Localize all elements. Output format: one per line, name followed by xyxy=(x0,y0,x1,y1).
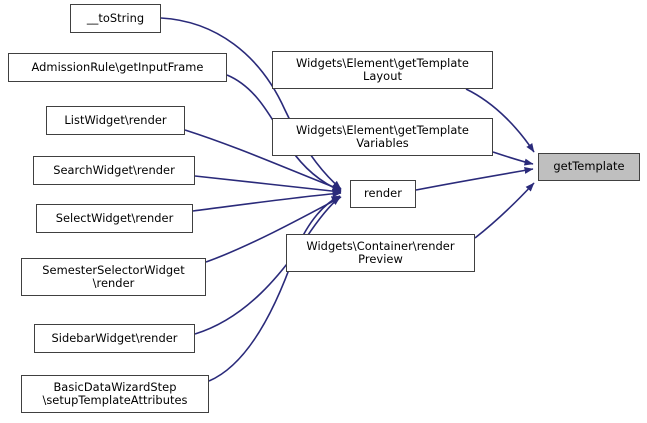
node-label-semesterwidget: SemesterSelectorWidget \render xyxy=(42,262,185,290)
edge-templatevars-to-gettemplate xyxy=(492,151,534,166)
node-label-render: render xyxy=(364,186,402,201)
edge-selectwidget-to-render xyxy=(192,190,342,212)
node-label-renderpreview: Widgets\Container\render Preview xyxy=(306,238,455,266)
edge-basicdatawizard-to-render xyxy=(208,195,341,382)
node-listwidget[interactable]: ListWidget\render xyxy=(46,106,185,135)
node-templatelayout[interactable]: Widgets\Element\getTemplate Layout xyxy=(272,51,493,89)
node-label-basicdatawizard: BasicDataWizardStep \setupTemplateAttrib… xyxy=(42,379,188,407)
node-label-templatelayout: Widgets\Element\getTemplate Layout xyxy=(296,55,469,83)
node-gettemplate[interactable]: getTemplate xyxy=(538,153,640,181)
node-label-sidebarwidget: SidebarWidget\render xyxy=(51,330,178,345)
node-label-admissionrule: AdmissionRule\getInputFrame xyxy=(31,59,204,74)
node-label-tostring: __toString xyxy=(86,10,145,25)
node-label-searchwidget: SearchWidget\render xyxy=(53,162,175,177)
edge-renderpreview-to-gettemplate xyxy=(474,182,535,239)
node-admissionrule[interactable]: AdmissionRule\getInputFrame xyxy=(8,53,227,82)
edge-render-to-gettemplate xyxy=(415,166,534,191)
node-label-listwidget: ListWidget\render xyxy=(64,112,167,127)
node-tostring[interactable]: __toString xyxy=(70,4,161,33)
node-searchwidget[interactable]: SearchWidget\render xyxy=(33,156,195,185)
node-render[interactable]: render xyxy=(350,180,416,208)
edge-searchwidget-to-render xyxy=(194,175,342,195)
node-selectwidget[interactable]: SelectWidget\render xyxy=(36,204,193,233)
node-basicdatawizard[interactable]: BasicDataWizardStep \setupTemplateAttrib… xyxy=(21,375,209,413)
node-templatevars[interactable]: Widgets\Element\getTemplate Variables xyxy=(272,118,493,156)
node-label-selectwidget: SelectWidget\render xyxy=(55,210,174,225)
node-renderpreview[interactable]: Widgets\Container\render Preview xyxy=(286,234,475,272)
node-sidebarwidget[interactable]: SidebarWidget\render xyxy=(34,324,195,353)
node-semesterwidget[interactable]: SemesterSelectorWidget \render xyxy=(21,258,206,296)
node-label-gettemplate: getTemplate xyxy=(553,159,625,174)
node-label-templatevars: Widgets\Element\getTemplate Variables xyxy=(296,122,469,150)
